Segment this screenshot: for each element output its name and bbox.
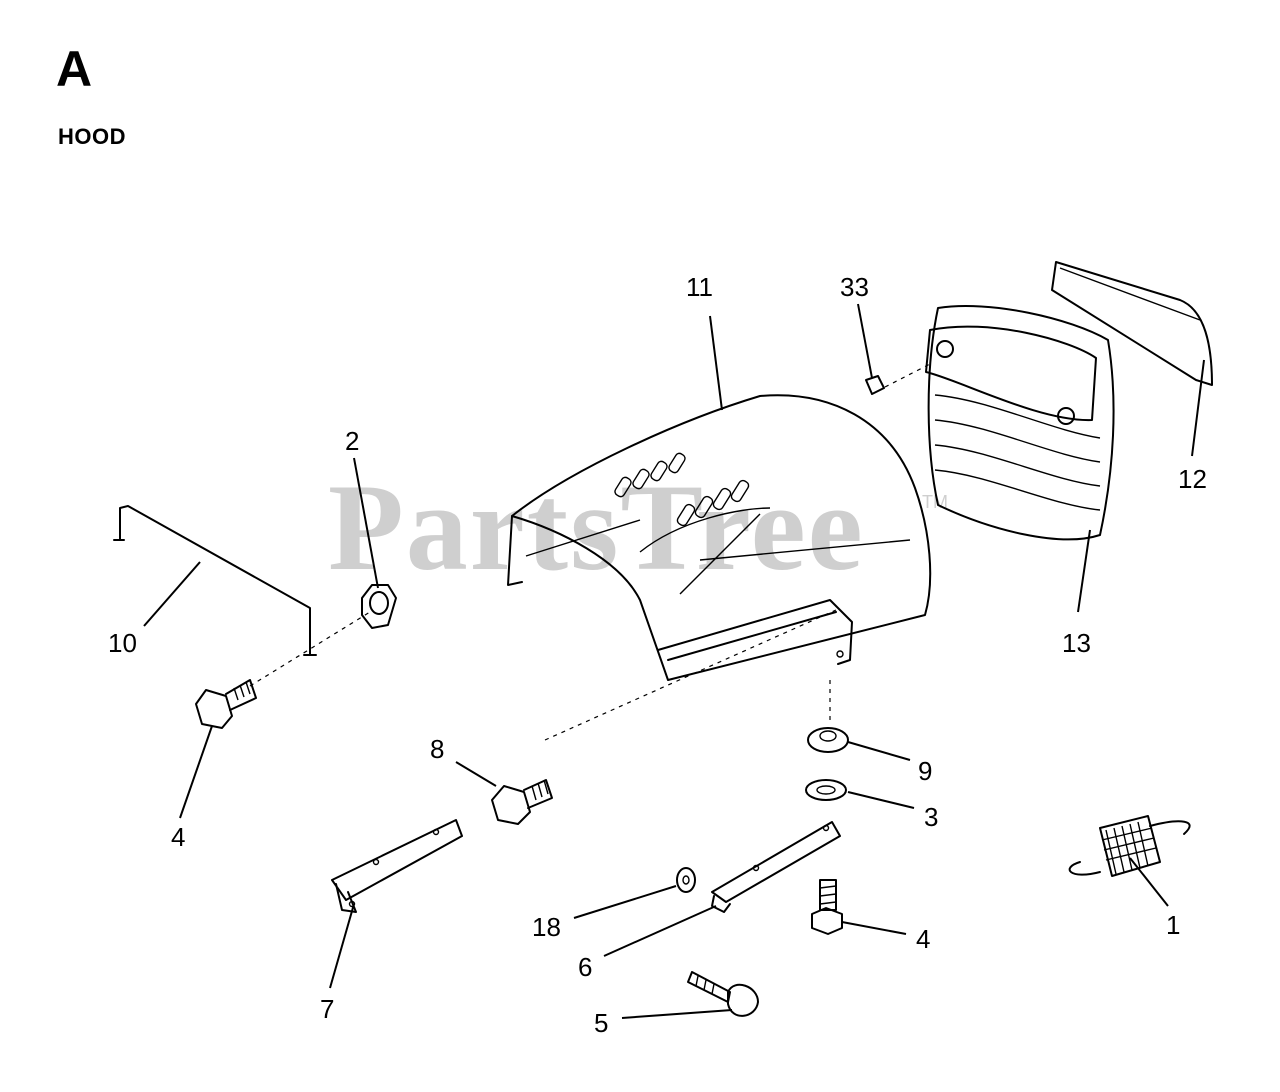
part-7-bracket[interactable] bbox=[331, 819, 463, 913]
assembly-lines bbox=[249, 363, 931, 741]
part-8-bolt[interactable] bbox=[491, 779, 553, 825]
callout-5: 5 bbox=[594, 1008, 608, 1038]
part-5-bolt[interactable] bbox=[687, 971, 759, 1017]
part-33-clip[interactable] bbox=[865, 375, 885, 395]
watermark-text: PartsTree bbox=[328, 459, 865, 596]
part-10-rod[interactable] bbox=[113, 505, 317, 656]
part-6-bracket[interactable] bbox=[711, 821, 841, 913]
callout-13: 13 bbox=[1062, 628, 1091, 658]
callout-labels: 11 33 2 10 12 13 4 8 9 3 18 6 7 4 5 1 bbox=[108, 272, 1207, 1038]
callout-7: 7 bbox=[320, 994, 334, 1024]
part-3-washer[interactable] bbox=[805, 779, 847, 801]
section-title: HOOD bbox=[58, 124, 126, 149]
section-letter: A bbox=[56, 41, 93, 97]
part-2-nut[interactable] bbox=[361, 584, 397, 629]
callout-3: 3 bbox=[924, 802, 938, 832]
part-1-spring[interactable] bbox=[1068, 815, 1191, 877]
callout-2: 2 bbox=[345, 426, 359, 456]
part-18-washer[interactable] bbox=[676, 867, 696, 893]
part-13-grille[interactable] bbox=[925, 305, 1115, 541]
leader-lines bbox=[143, 303, 1205, 1019]
part-11-hood[interactable] bbox=[507, 394, 932, 681]
callout-10: 10 bbox=[108, 628, 137, 658]
callout-1: 1 bbox=[1166, 910, 1180, 940]
part-9-nut[interactable] bbox=[807, 727, 849, 753]
callout-6: 6 bbox=[578, 952, 592, 982]
callout-9: 9 bbox=[918, 756, 932, 786]
callout-11: 11 bbox=[686, 272, 713, 302]
callout-18: 18 bbox=[532, 912, 561, 942]
part-12-emblem[interactable] bbox=[1051, 261, 1213, 386]
part-4-bolt-right[interactable] bbox=[811, 879, 843, 935]
callout-4-right: 4 bbox=[916, 924, 930, 954]
callout-4-left: 4 bbox=[171, 822, 185, 852]
callout-33: 33 bbox=[840, 272, 869, 302]
callout-12: 12 bbox=[1178, 464, 1207, 494]
callout-8: 8 bbox=[430, 734, 444, 764]
part-4-bolt-left[interactable] bbox=[195, 679, 257, 729]
